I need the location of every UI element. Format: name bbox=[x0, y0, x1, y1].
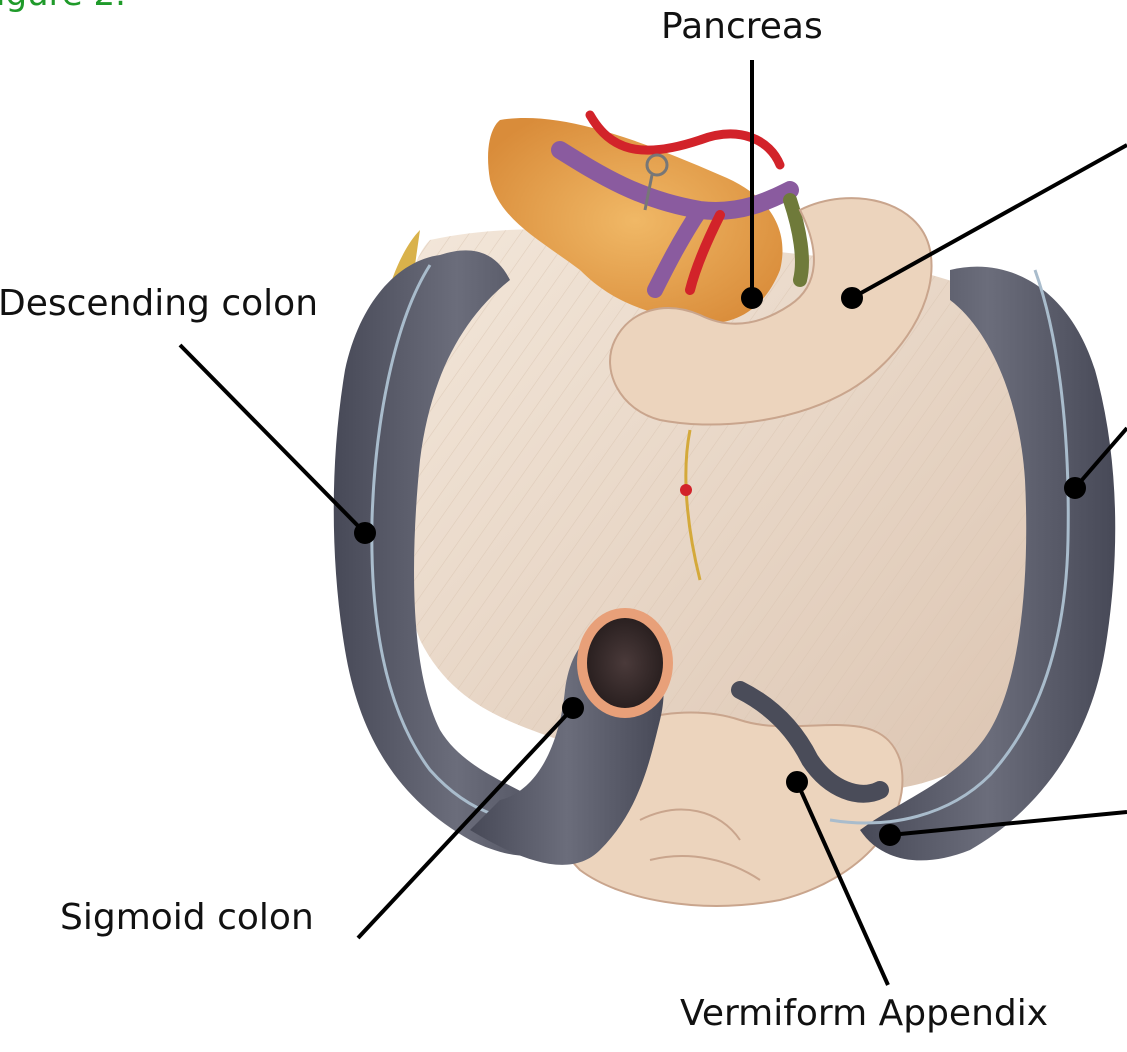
leader-dot-vermiform-appendix bbox=[788, 773, 806, 791]
label-vermiform-appendix: Vermiform Appendix bbox=[680, 993, 1048, 1034]
leader-dot-right-mid bbox=[1066, 479, 1084, 497]
leader-dot-sigmoid-colon bbox=[564, 699, 582, 717]
leader-dot-top-right bbox=[843, 289, 861, 307]
label-descending-colon: Descending colon bbox=[0, 283, 318, 324]
leader-dot-pancreas bbox=[743, 289, 761, 307]
label-pancreas: Pancreas bbox=[661, 6, 823, 47]
leader-dot-bottom-right bbox=[881, 826, 899, 844]
leader-dot-descending-colon bbox=[356, 524, 374, 542]
label-sigmoid-colon: Sigmoid colon bbox=[60, 897, 314, 938]
